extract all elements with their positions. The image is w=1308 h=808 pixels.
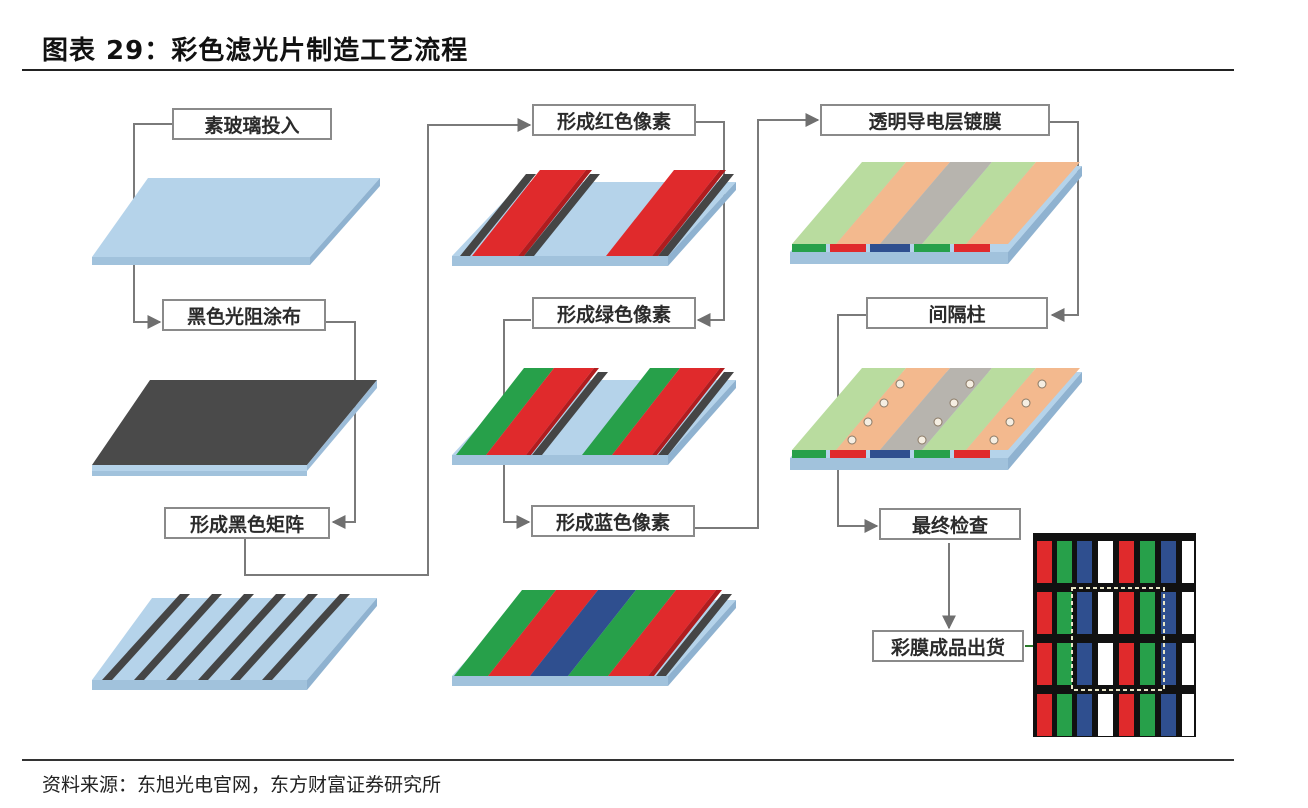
plate-spacers — [790, 368, 1082, 470]
connector-s2-s3 — [326, 321, 356, 529]
step-green-pixels: 形成绿色像素 — [532, 297, 696, 329]
title-divider — [22, 69, 1234, 71]
connector-s3-s4 — [244, 118, 532, 576]
footer-divider — [22, 759, 1234, 761]
step-spacer: 间隔柱 — [866, 297, 1048, 329]
plate-ito-coating — [790, 162, 1082, 264]
plate-green-pixels — [452, 368, 736, 465]
plate-black-matrix — [92, 594, 377, 690]
step-blue-pixels: 形成蓝色像素 — [531, 505, 695, 537]
connector-s4-s5 — [696, 121, 725, 327]
step-product-shipment: 彩膜成品出货 — [872, 630, 1024, 662]
plate-blue-pixels — [452, 590, 736, 686]
step-ito-coating: 透明导电层镀膜 — [820, 104, 1050, 136]
filter-magnified-view — [1033, 533, 1196, 737]
connector-s7-s8 — [1050, 121, 1079, 322]
step-final-inspection: 最终检查 — [879, 508, 1021, 540]
step-black-matrix: 形成黑色矩阵 — [164, 507, 330, 539]
step-red-pixels: 形成红色像素 — [532, 104, 696, 136]
step-bare-glass-input: 素玻璃投入 — [172, 108, 332, 140]
plate-black-coating — [92, 380, 377, 476]
figure-title: 图表 29：彩色滤光片制造工艺流程 — [42, 36, 469, 66]
source-note: 资料来源：东旭光电官网，东方财富证券研究所 — [42, 774, 442, 796]
plate-bare-glass — [92, 178, 380, 265]
connector-s6-s7 — [695, 113, 820, 529]
step-black-resist-coating: 黑色光阻涂布 — [162, 299, 326, 331]
plate-red-pixels — [452, 170, 736, 266]
